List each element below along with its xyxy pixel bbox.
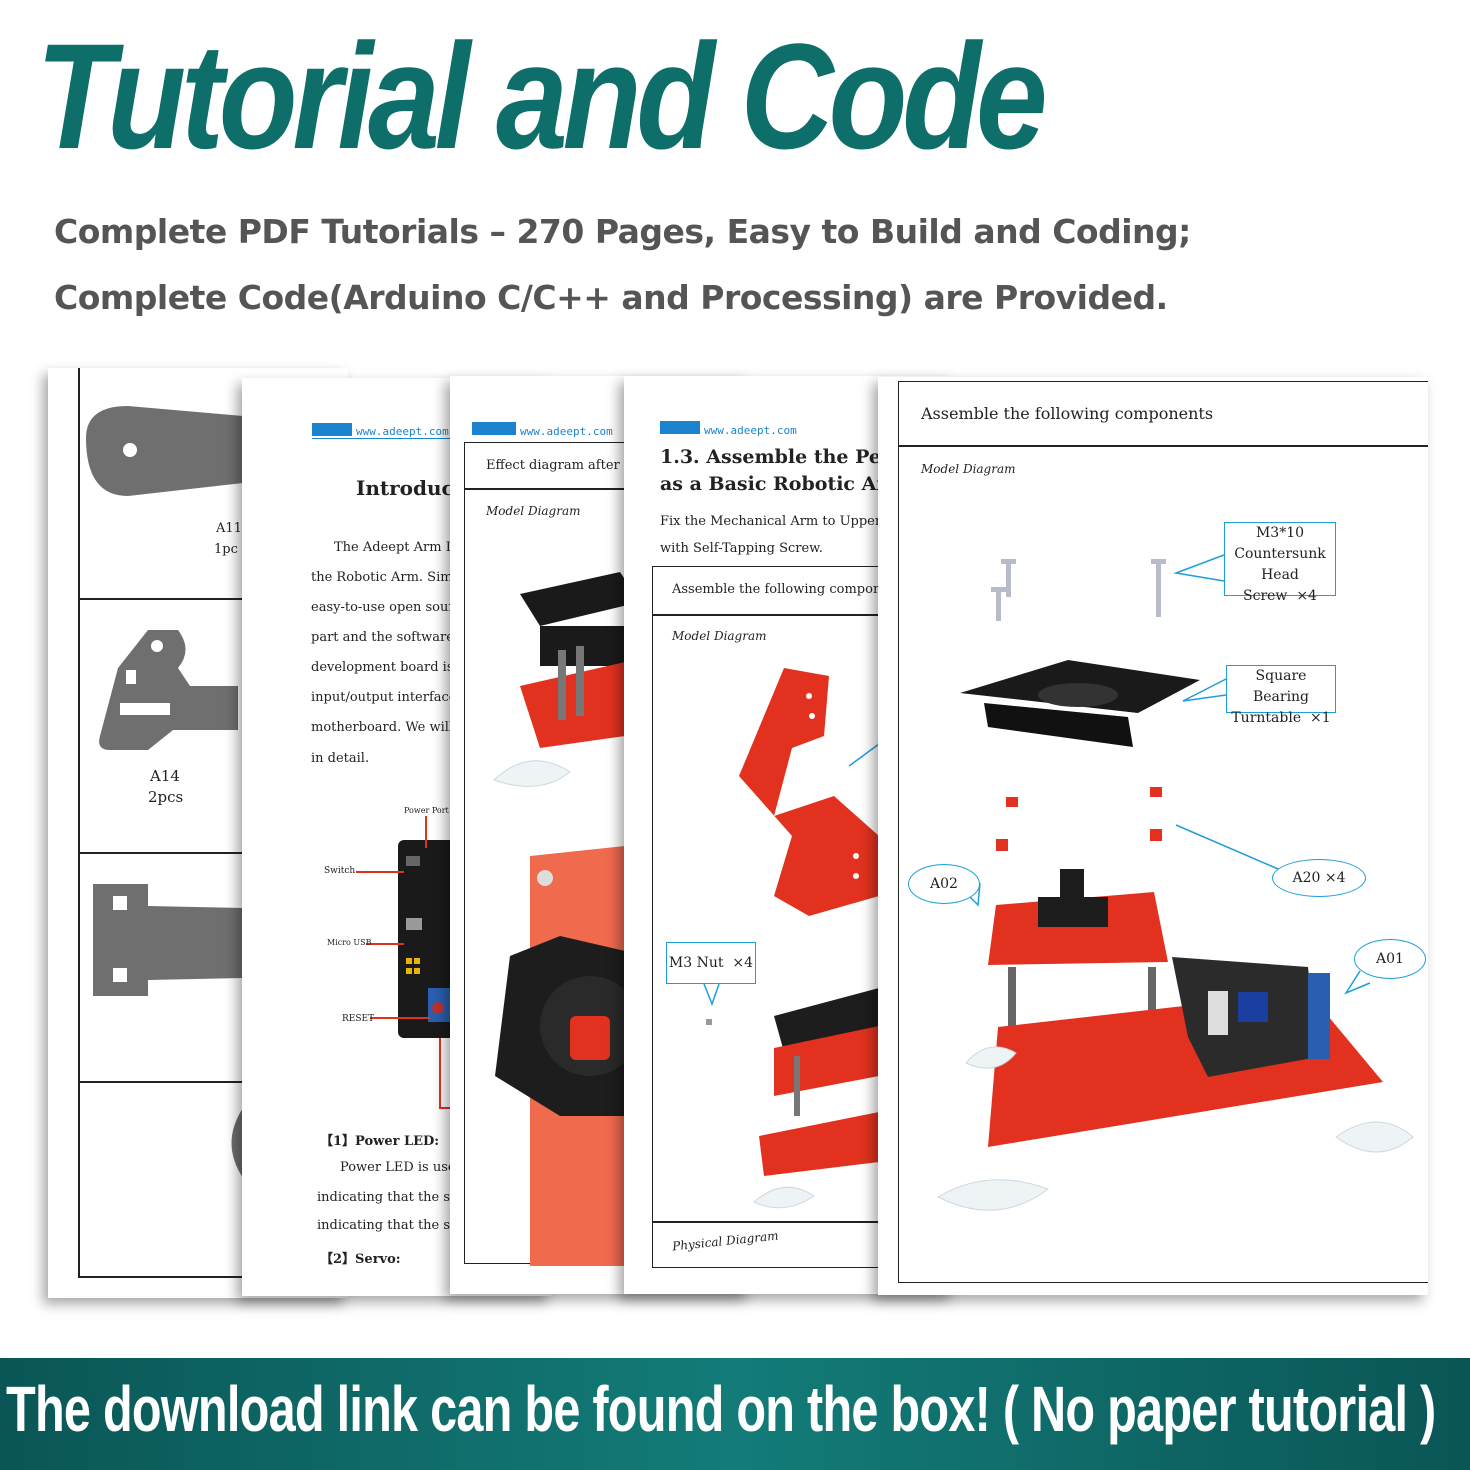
label-reset: RESET bbox=[342, 1014, 375, 1024]
bearing-qty: ×1 bbox=[1310, 710, 1331, 726]
nut-qty: ×4 bbox=[732, 955, 754, 971]
base-assembly-exploded-drawing bbox=[936, 554, 1414, 1211]
section-servo: 【2】Servo: bbox=[320, 1252, 401, 1267]
intro-line: The Adeept Arm Dri bbox=[334, 540, 467, 555]
callout-screw: M3*10 Countersunk Head Screw ×4 bbox=[1224, 522, 1336, 604]
callout-bearing: Square Bearing Turntable ×1 bbox=[1226, 665, 1336, 726]
bubble-a20: A20 ×4 bbox=[1272, 859, 1366, 897]
website-url: www.adeept.com bbox=[356, 425, 449, 438]
section-line: indicating that the sys bbox=[317, 1190, 465, 1205]
box-heading: Assemble the following components bbox=[672, 582, 910, 597]
download-notice: The download link can be found on the bo… bbox=[6, 1373, 1436, 1445]
nut-label: M3 Nut bbox=[668, 955, 724, 971]
pedestal-title-1: 1.3. Assemble the Pedes bbox=[660, 446, 918, 468]
pedestal-text-2: with Self-Tapping Screw. bbox=[660, 541, 823, 556]
page-title: Tutorial and Code bbox=[36, 12, 1048, 180]
subtitle-code: Complete Code(Arduino C/C++ and Processi… bbox=[54, 278, 1168, 317]
section-line: indicating that the syste bbox=[317, 1218, 477, 1233]
callout-m3-nut: M3 Nut ×4 bbox=[666, 942, 756, 984]
part-a11-qty: 1pc bbox=[214, 542, 238, 557]
effect-heading: Effect diagram after a bbox=[486, 458, 632, 473]
model-diagram-label: Model Diagram bbox=[486, 504, 581, 518]
driver-board-diagram bbox=[356, 816, 458, 1109]
bubble-a02: A02 bbox=[908, 864, 980, 904]
intro-line: input/output interface, e bbox=[311, 690, 473, 705]
part-a14-label: A14 bbox=[150, 767, 180, 785]
section-line: Power LED is used t bbox=[340, 1160, 474, 1175]
screw-qty: ×4 bbox=[1296, 588, 1317, 604]
model-diagram-label: Model Diagram bbox=[672, 629, 767, 643]
part-a14-qty: 2pcs bbox=[148, 788, 184, 806]
bearing-line-1: Square Bearing bbox=[1252, 668, 1310, 705]
section-power-led: 【1】Power LED: bbox=[320, 1134, 440, 1149]
intro-line: development board is m bbox=[311, 660, 470, 675]
intro-line: part and the software pa bbox=[311, 630, 475, 645]
intro-line: easy-to-use open source bbox=[311, 600, 470, 615]
intro-line: in detail. bbox=[311, 751, 370, 766]
pedestal-text-1: Fix the Mechanical Arm to Upper cover bbox=[660, 514, 922, 529]
label-micro-usb: Micro USB bbox=[327, 938, 372, 947]
screw-line-2: Countersunk bbox=[1234, 546, 1326, 562]
intro-line: the Robotic Arm. Similar bbox=[311, 570, 475, 585]
subtitle-pages: Complete PDF Tutorials – 270 Pages, Easy… bbox=[54, 212, 1191, 251]
robotic-arm-exploded-drawing bbox=[703, 668, 880, 1209]
bearing-line-2: Turntable bbox=[1231, 710, 1302, 726]
tutorial-page-assemble-components: Assemble the following components Model … bbox=[878, 377, 1428, 1295]
screw-line-1: M3*10 bbox=[1255, 525, 1305, 541]
website-url: www.adeept.com bbox=[520, 425, 613, 438]
pedestal-title-2: as a Basic Robotic Arm C bbox=[660, 473, 929, 495]
model-diagram-label: Model Diagram bbox=[921, 462, 1016, 476]
assemble-heading: Assemble the following components bbox=[921, 404, 1214, 423]
screw-line-3: Head Screw bbox=[1243, 567, 1299, 604]
label-switch: Switch bbox=[324, 866, 356, 876]
part-a11-label: A11 bbox=[216, 521, 242, 536]
bubble-a01: A01 bbox=[1354, 939, 1426, 979]
label-power-port: Power Port bbox=[404, 806, 449, 815]
intro-line: motherboard. We will in bbox=[311, 720, 470, 735]
pedestal-effect-drawing bbox=[493, 572, 640, 1266]
website-url: www.adeept.com bbox=[704, 424, 797, 437]
acrylic-parts-drawing bbox=[86, 406, 243, 1178]
footer-banner: The download link can be found on the bo… bbox=[0, 1358, 1470, 1470]
